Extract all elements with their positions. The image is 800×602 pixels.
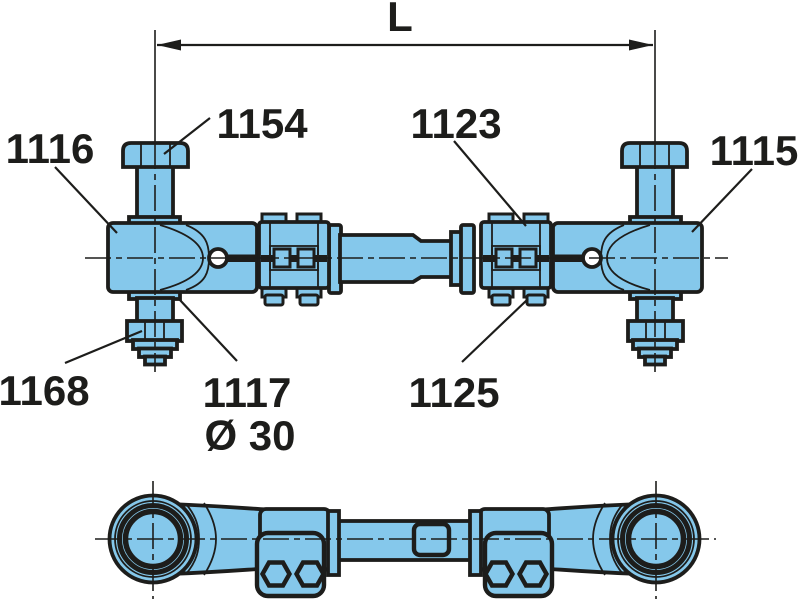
- clamp: [257, 212, 331, 307]
- label-clamp-lower: 1125: [408, 369, 499, 416]
- leader-1123: [453, 140, 527, 227]
- leader-1168: [64, 329, 143, 365]
- clamp-bolt-hex-icon: [259, 560, 293, 588]
- label-lower-stud: 1117: [203, 369, 292, 416]
- plan-end-right: [470, 496, 700, 597]
- plan-tube: [335, 519, 474, 562]
- ball-joint-right: [548, 141, 704, 367]
- leader-lines: [54, 117, 753, 365]
- label-upper-stud: 1154: [216, 100, 308, 147]
- label-right-joint: 1115: [710, 127, 799, 174]
- label-lock-nut: 1168: [0, 367, 90, 414]
- plan-end: [107, 493, 341, 599]
- label-clamp-upper: 1123: [410, 100, 501, 147]
- part-labels: 1116 1154 1123 1115 1168 1117 Ø 30 1125: [0, 100, 798, 459]
- leader-1125: [461, 298, 529, 363]
- leader-1154: [163, 117, 211, 155]
- label-length: L: [387, 0, 413, 40]
- arrow-right-icon: [629, 39, 653, 51]
- arrow-left-icon: [157, 39, 181, 51]
- leader-1115: [691, 168, 753, 233]
- clamp-bolt-hex-icon: [293, 560, 327, 588]
- dimension-L: L: [154, 0, 656, 142]
- main-view: [85, 141, 728, 372]
- clamp-right: [479, 212, 553, 307]
- tube-assembly: [327, 223, 476, 295]
- ball-joint: [106, 141, 260, 367]
- label-diameter: Ø 30: [204, 412, 295, 459]
- leader-1116: [54, 166, 118, 234]
- label-left-joint: 1116: [6, 125, 95, 172]
- plan-view: [95, 481, 716, 599]
- leader-1117: [178, 298, 238, 362]
